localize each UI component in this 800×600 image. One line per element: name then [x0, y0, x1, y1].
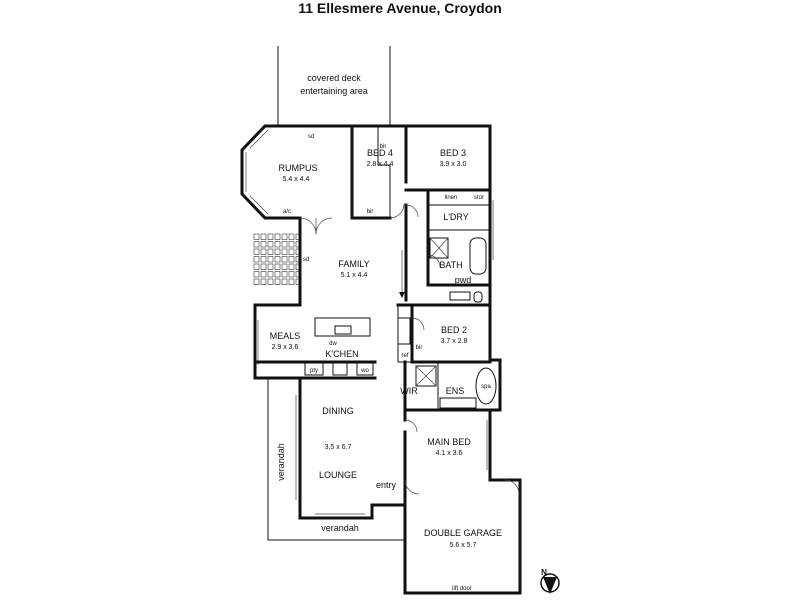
pantry-label: pty [310, 368, 318, 374]
shower [429, 237, 449, 259]
plan-title: 11 Ellesmere Avenue, Croydon [298, 0, 502, 16]
lounge-label: LOUNGE [319, 470, 357, 480]
rumpus-label: RUMPUS [278, 163, 317, 173]
deck-label-2: entertaining area [300, 86, 368, 96]
annotations: sd a/c bir bir linen stor sd pwd ref bir… [276, 134, 547, 592]
lift-door-label: lift door [452, 586, 472, 592]
entry-label: entry [376, 480, 397, 490]
bathtub [469, 237, 487, 275]
bed4-label: BED 4 [367, 148, 393, 158]
deck-label-1: covered deck [307, 73, 361, 83]
kitchen-label: K'CHEN [325, 349, 358, 359]
garage-dims: 5.6 x 5.7 [450, 542, 477, 549]
linen-label: linen [445, 195, 458, 201]
storage-label: stor [474, 195, 484, 201]
dishwasher-label: dw [329, 341, 337, 347]
meals-label: MEALS [270, 331, 301, 341]
bed3-label: BED 3 [440, 148, 466, 158]
powder-room-label: pwd [455, 275, 472, 285]
sliding-door-label-2: sd [303, 257, 309, 263]
bed3-dims: 3.9 x 3.0 [440, 161, 467, 168]
covered-deck [277, 46, 391, 126]
spa-label: spa [481, 384, 491, 390]
bir-label-bed4: bir [380, 144, 387, 150]
laundry-label: L'DRY [443, 212, 469, 222]
family-dims: 5.1 x 4.4 [341, 272, 368, 279]
main-bed-dims: 4.1 x 3.6 [436, 450, 463, 457]
verandah-side-label: verandah [276, 443, 286, 481]
verandah-outline [267, 377, 405, 541]
interior-walls [253, 124, 492, 482]
north-arrow [540, 573, 560, 594]
windows [257, 200, 494, 515]
garage-label: DOUBLE GARAGE [424, 528, 502, 538]
bed2-label: BED 2 [441, 325, 467, 335]
wall-oven-label: wo [360, 368, 369, 374]
family-label: FAMILY [338, 259, 369, 269]
bir-label-bed4-lower: bir [367, 209, 374, 215]
ensuite-shower [415, 365, 437, 387]
exterior-walls [240, 124, 522, 595]
bir-label-bed2: bir [416, 345, 423, 351]
lounge-dims: 3.5 x 6.7 [325, 444, 352, 451]
bath-label: BATH [439, 260, 462, 270]
kitchen-sink [334, 325, 352, 335]
verandah-bottom-label: verandah [321, 523, 359, 533]
dining-label: DINING [322, 406, 354, 416]
fixtures [304, 237, 497, 409]
north-label: N [541, 568, 547, 577]
meals-dims: 2.9 x 3.6 [272, 344, 299, 351]
fridge-label: ref [401, 353, 408, 359]
doors [299, 203, 520, 495]
ens-label: ENS [446, 386, 465, 396]
sliding-door-label: sd [308, 134, 314, 140]
bed4-dims: 2.8 x 4.4 [367, 161, 394, 168]
kitchen-island [314, 317, 371, 337]
air-con-label: a/c [283, 209, 291, 215]
bed2-dims: 3.7 x 2.8 [441, 338, 468, 345]
main-bed-label: MAIN BED [427, 437, 471, 447]
rumpus-dims: 5.4 x 4.4 [283, 176, 310, 183]
spa-bath [475, 367, 497, 405]
pergola-grid [253, 233, 302, 285]
room-labels: covered deck entertaining area RUMPUS 5.… [270, 73, 502, 549]
wir-label: WIR [400, 386, 418, 396]
